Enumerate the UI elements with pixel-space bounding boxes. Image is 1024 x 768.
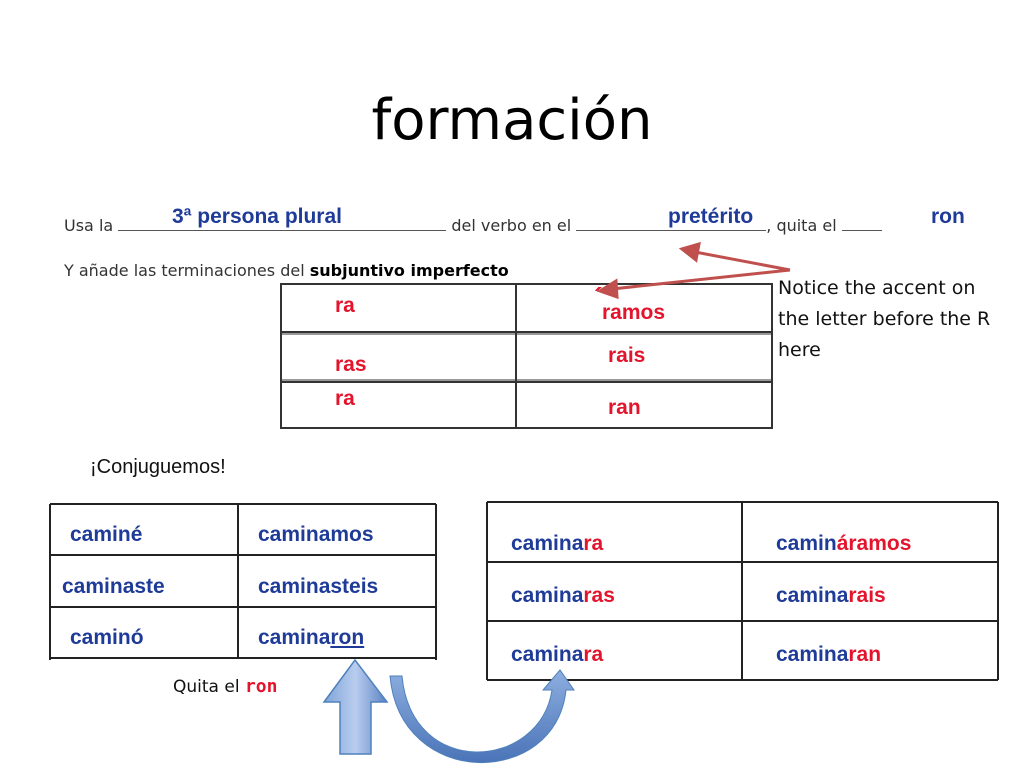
subj-caminaramos: camináramos bbox=[776, 532, 911, 556]
blank-tense bbox=[576, 216, 767, 231]
subj-ending: ra bbox=[583, 643, 604, 666]
instruction-line-1: Usa la del verbo en el , quita el bbox=[64, 216, 882, 235]
pret-caminamos: caminamos bbox=[258, 523, 374, 546]
pret-caminaron-ending: ron bbox=[330, 626, 365, 649]
fill-tense: pretérito bbox=[668, 205, 754, 228]
pret-camino: caminó bbox=[70, 626, 144, 649]
subj-caminara-1: caminara bbox=[511, 532, 603, 556]
ending-ran: ran bbox=[608, 396, 641, 419]
instruction-bold: subjuntivo imperfecto bbox=[309, 261, 509, 280]
blank-remove bbox=[841, 216, 882, 231]
pret-caminaron-stem: camina bbox=[258, 626, 331, 649]
accent-mark: ´ bbox=[594, 282, 603, 312]
subj-ending: ran bbox=[848, 643, 882, 666]
blank-person bbox=[118, 216, 447, 231]
fill-person: 3ª persona plural bbox=[172, 205, 342, 228]
instruction-text: Usa la bbox=[64, 216, 119, 235]
subj-caminaran: caminaran bbox=[776, 643, 881, 667]
conjuguemos-heading: ¡Conjuguemos! bbox=[90, 456, 226, 478]
subj-caminaras: caminaras bbox=[511, 584, 615, 608]
subj-stem: camina bbox=[511, 584, 584, 607]
quita-ron: ron bbox=[244, 676, 278, 697]
pret-camine: caminé bbox=[70, 523, 143, 546]
subj-ending: rais bbox=[848, 584, 886, 607]
subj-stem: camina bbox=[511, 532, 584, 555]
ending-ras: ras bbox=[335, 353, 367, 376]
ending-ra-1: ra bbox=[335, 294, 355, 317]
subj-caminarais: caminarais bbox=[776, 584, 886, 608]
subj-stem: camin bbox=[776, 532, 837, 555]
subj-ending: ras bbox=[583, 584, 615, 607]
page-title: formación bbox=[371, 88, 653, 153]
accent-note: Notice the accent on the letter before t… bbox=[778, 277, 991, 361]
subj-stem: camina bbox=[511, 643, 584, 666]
pret-caminasteis: caminasteis bbox=[258, 575, 379, 598]
subj-caminara-2: caminara bbox=[511, 643, 603, 667]
instruction-text: Y añade las terminaciones del bbox=[64, 261, 310, 280]
pret-caminaste: caminaste bbox=[62, 575, 165, 598]
subj-stem: camina bbox=[776, 643, 849, 666]
instruction-text: , quita el bbox=[766, 216, 842, 235]
quita-text: Quita el bbox=[173, 677, 245, 697]
ending-ra-2: ra bbox=[335, 387, 355, 410]
quita-label: Quita el ron bbox=[173, 676, 277, 697]
ending-rais: rais bbox=[608, 344, 646, 367]
subj-ending: áramos bbox=[836, 532, 912, 555]
subj-ending: ra bbox=[583, 532, 604, 555]
ending-ramos: ramos bbox=[602, 301, 666, 324]
subj-stem: camina bbox=[776, 584, 849, 607]
fill-remove: ron bbox=[931, 205, 965, 228]
instruction-line-2: Y añade las terminaciones del subjuntivo… bbox=[64, 261, 509, 280]
instruction-text: del verbo en el bbox=[446, 216, 577, 235]
pret-caminaron: caminaron bbox=[258, 626, 364, 650]
